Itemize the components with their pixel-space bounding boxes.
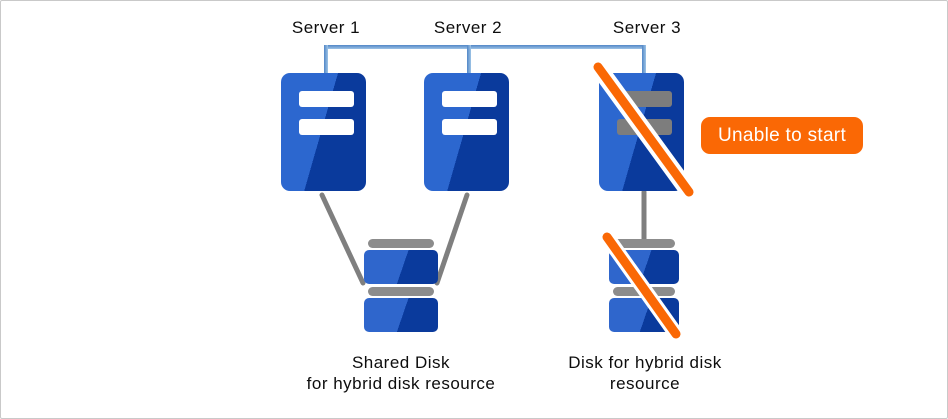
hybrid-disk-label: Disk for hybrid disk resource [485, 352, 805, 394]
disk-platter-icon [368, 239, 434, 248]
hybrid-disk-icon-failed [609, 239, 679, 332]
disk-body-icon [364, 298, 438, 332]
unable-to-start-badge: Unable to start [701, 117, 863, 154]
disk-platter-icon [613, 287, 675, 296]
server-slot-icon [299, 119, 354, 135]
server-2-label: Server 2 [433, 18, 503, 37]
disk-platter-icon [613, 239, 675, 248]
server-slot-icon [442, 119, 497, 135]
disk-body-icon [609, 250, 679, 284]
server-slot-icon [617, 119, 672, 135]
shared-disk-label: Shared Disk for hybrid disk resource [241, 352, 561, 394]
shared-disk-icon [364, 239, 438, 332]
server1-disk-connection-line [319, 192, 366, 286]
server-1-label: Server 1 [291, 18, 361, 37]
disk-platter-icon [368, 287, 434, 296]
server-1-icon [281, 73, 366, 191]
server-3-icon-failed [599, 73, 684, 191]
network-bus-line [324, 45, 646, 49]
hybrid-disk-label-line2: resource [609, 374, 681, 393]
hybrid-disk-label-line1: Disk for hybrid disk [568, 353, 722, 372]
server-3-label: Server 3 [612, 18, 682, 37]
disk-body-icon [609, 298, 679, 332]
server2-disk-connection-line [434, 192, 470, 286]
network-drop-line-server2 [467, 45, 471, 74]
shared-disk-label-line2: for hybrid disk resource [306, 374, 496, 393]
server-slot-icon [299, 91, 354, 107]
network-drop-line-server1 [324, 45, 328, 74]
server-2-icon [424, 73, 509, 191]
shared-disk-label-line1: Shared Disk [351, 353, 451, 372]
disk-body-icon [364, 250, 438, 284]
server-slot-icon [617, 91, 672, 107]
server-slot-icon [442, 91, 497, 107]
